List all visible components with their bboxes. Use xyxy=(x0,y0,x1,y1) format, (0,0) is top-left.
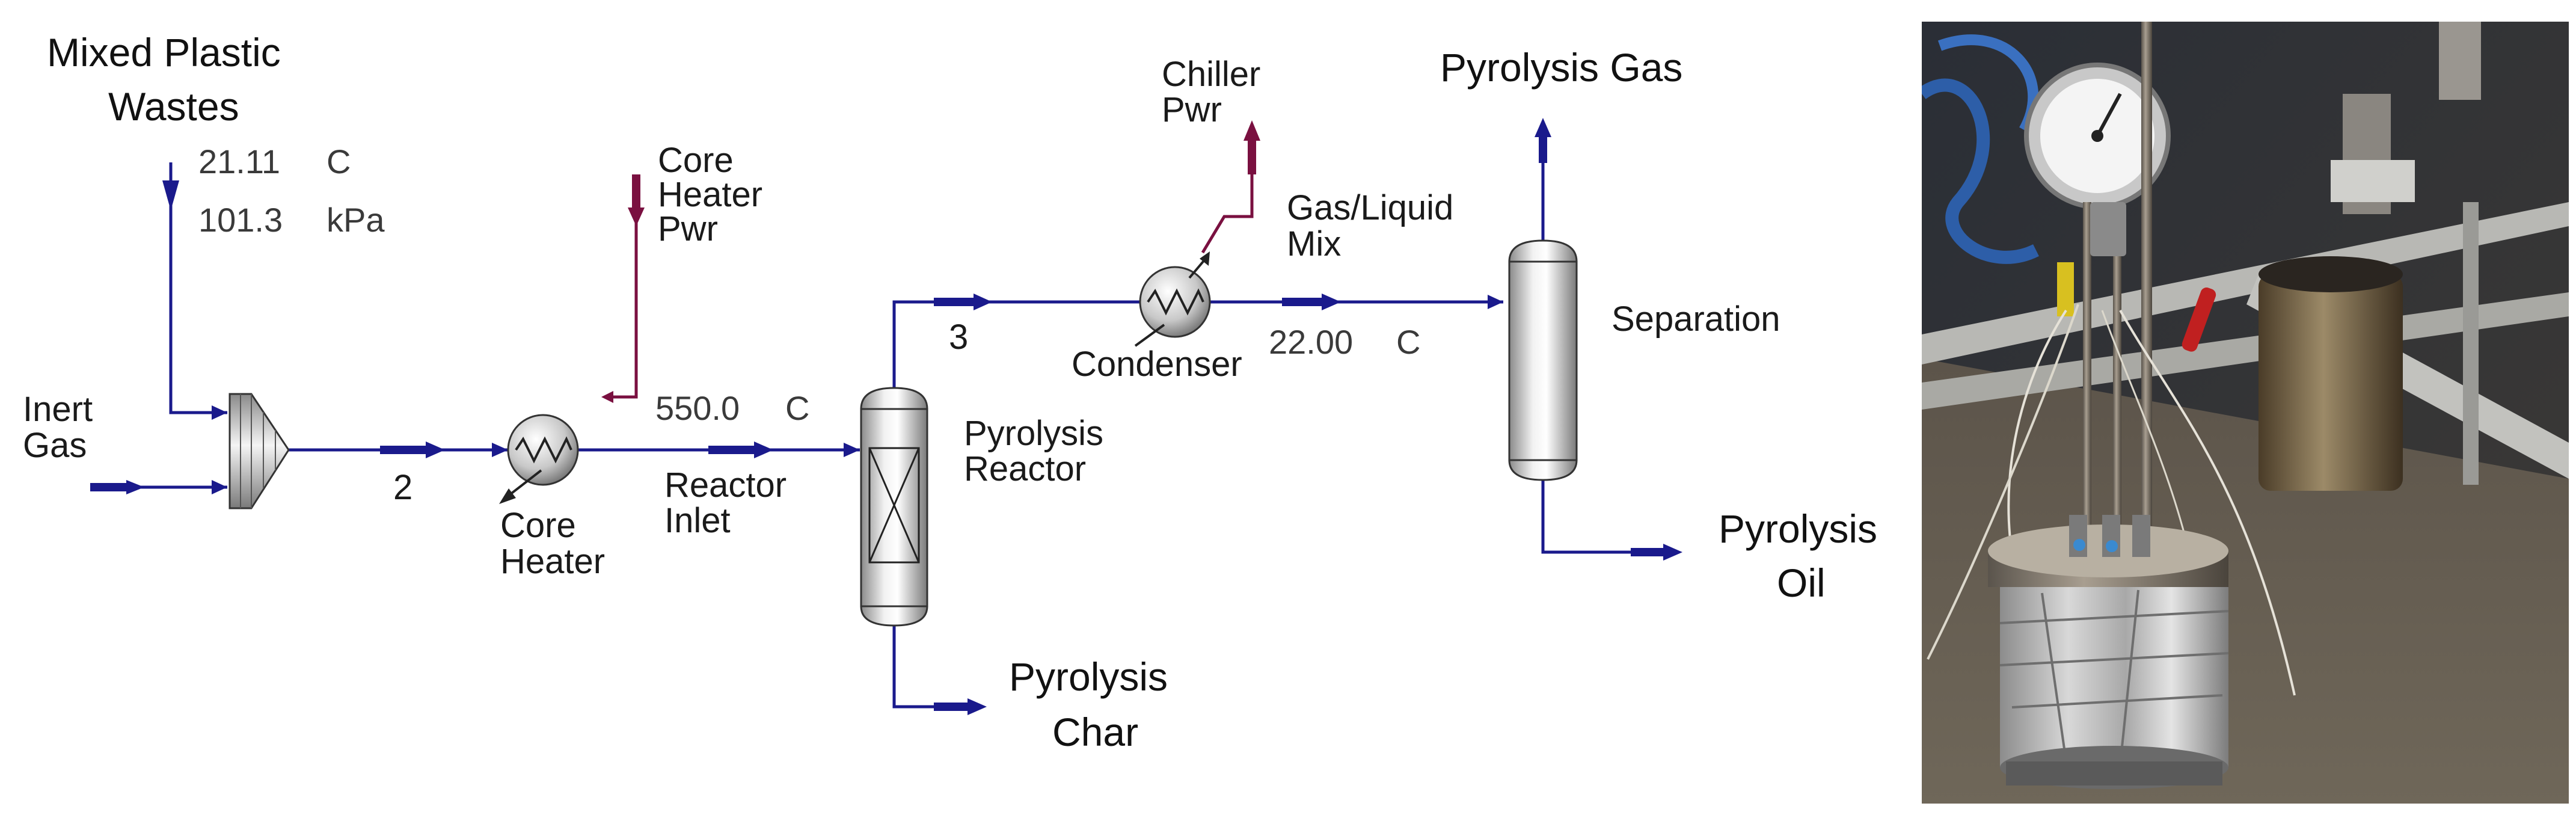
pyrolysis-oil-line xyxy=(1541,478,1672,554)
pyrolysis-char-label-line1: Pyrolysis xyxy=(1009,654,1168,699)
condenser-unit[interactable] xyxy=(1134,251,1211,347)
reactor-inlet-label-line1: Reactor xyxy=(664,466,787,505)
feed-temp-value: 21.11 xyxy=(198,143,280,180)
core-heater-pwr-line2: Heater xyxy=(658,175,762,214)
feed-label-line2: Wastes xyxy=(108,84,239,129)
separator-in-arrow xyxy=(1488,295,1503,309)
feed-stream-line xyxy=(169,162,227,414)
feed-press-unit: kPa xyxy=(327,201,385,239)
core-heater-label-line1: Core xyxy=(500,506,576,545)
core-heater-pwr-line xyxy=(606,174,638,399)
separation-label: Separation xyxy=(1612,300,1780,339)
gas-liquid-arrow xyxy=(1322,294,1341,310)
condenser-label: Condenser xyxy=(1072,345,1242,384)
reactor-inlet-label-line2: Inlet xyxy=(664,501,731,540)
mixer-unit[interactable] xyxy=(228,393,290,509)
inert-gas-arrow-end xyxy=(212,480,227,494)
inert-gas-arrow-mid xyxy=(126,480,144,494)
heater-in-arrow xyxy=(492,443,508,457)
core-heater-pwr-line3: Pwr xyxy=(658,209,718,248)
chiller-pwr-arrow xyxy=(1244,120,1260,141)
gas-liquid-temp-value: 22.00 xyxy=(1269,323,1353,361)
core-heater-pwr-line1: Core xyxy=(658,141,734,180)
reactor-label-line2: Reactor xyxy=(964,449,1086,488)
gas-liquid-temp-unit: C xyxy=(1396,323,1420,361)
pyrolysis-gas-label: Pyrolysis Gas xyxy=(1440,45,1682,90)
pyrolysis-gas-arrow xyxy=(1535,118,1551,137)
gas-liquid-label-line1: Gas/Liquid xyxy=(1287,188,1453,227)
gas-liquid-label-line2: Mix xyxy=(1287,224,1341,263)
pyrolysis-char-arrow xyxy=(968,698,987,715)
pyrolysis-reactor-unit[interactable] xyxy=(860,387,928,627)
stream-3-arrow xyxy=(974,294,992,310)
stream-3-label: 3 xyxy=(949,318,968,357)
reactor-inlet-temp-value: 550.0 xyxy=(655,389,740,427)
core-heater-unit[interactable] xyxy=(499,414,579,504)
pyrolysis-oil-label-line1: Pyrolysis xyxy=(1719,506,1877,551)
feed-down-arrow xyxy=(162,180,179,211)
reactor-inlet-arrow xyxy=(754,441,773,458)
chiller-pwr-line2: Pwr xyxy=(1162,90,1222,129)
inert-gas-line2: Gas xyxy=(23,426,87,465)
reactor-apparatus-photo xyxy=(1922,22,2569,804)
core-heater-pwr-arrow xyxy=(628,208,645,226)
stream-2-arrow xyxy=(426,441,445,458)
pyrolysis-oil-label-line2: Oil xyxy=(1777,561,1826,605)
pyrolysis-char-label-line2: Char xyxy=(1052,710,1138,754)
feed-press-value: 101.3 xyxy=(198,201,283,239)
feed-label-line1: Mixed Plastic xyxy=(47,30,281,75)
separation-unit[interactable] xyxy=(1508,239,1578,481)
chiller-pwr-line xyxy=(1201,136,1254,254)
reactor-in-arrow xyxy=(844,443,860,457)
process-flow-diagram: Mixed Plastic Wastes 21.11 C 101.3 kPa I… xyxy=(23,30,1877,754)
core-heater-label-line2: Heater xyxy=(500,542,605,581)
pyrolysis-oil-arrow xyxy=(1663,544,1682,561)
mixer-in-arrow xyxy=(212,405,227,420)
chiller-pwr-line1: Chiller xyxy=(1162,55,1260,94)
inert-gas-line1: Inert xyxy=(23,390,93,429)
stream-3-line xyxy=(892,300,1139,391)
stream-2-label: 2 xyxy=(393,468,412,507)
reactor-inlet-temp-unit: C xyxy=(785,389,809,427)
pyrolysis-char-line xyxy=(892,623,977,709)
reactor-label-line1: Pyrolysis xyxy=(964,414,1103,453)
feed-temp-unit: C xyxy=(327,143,351,180)
